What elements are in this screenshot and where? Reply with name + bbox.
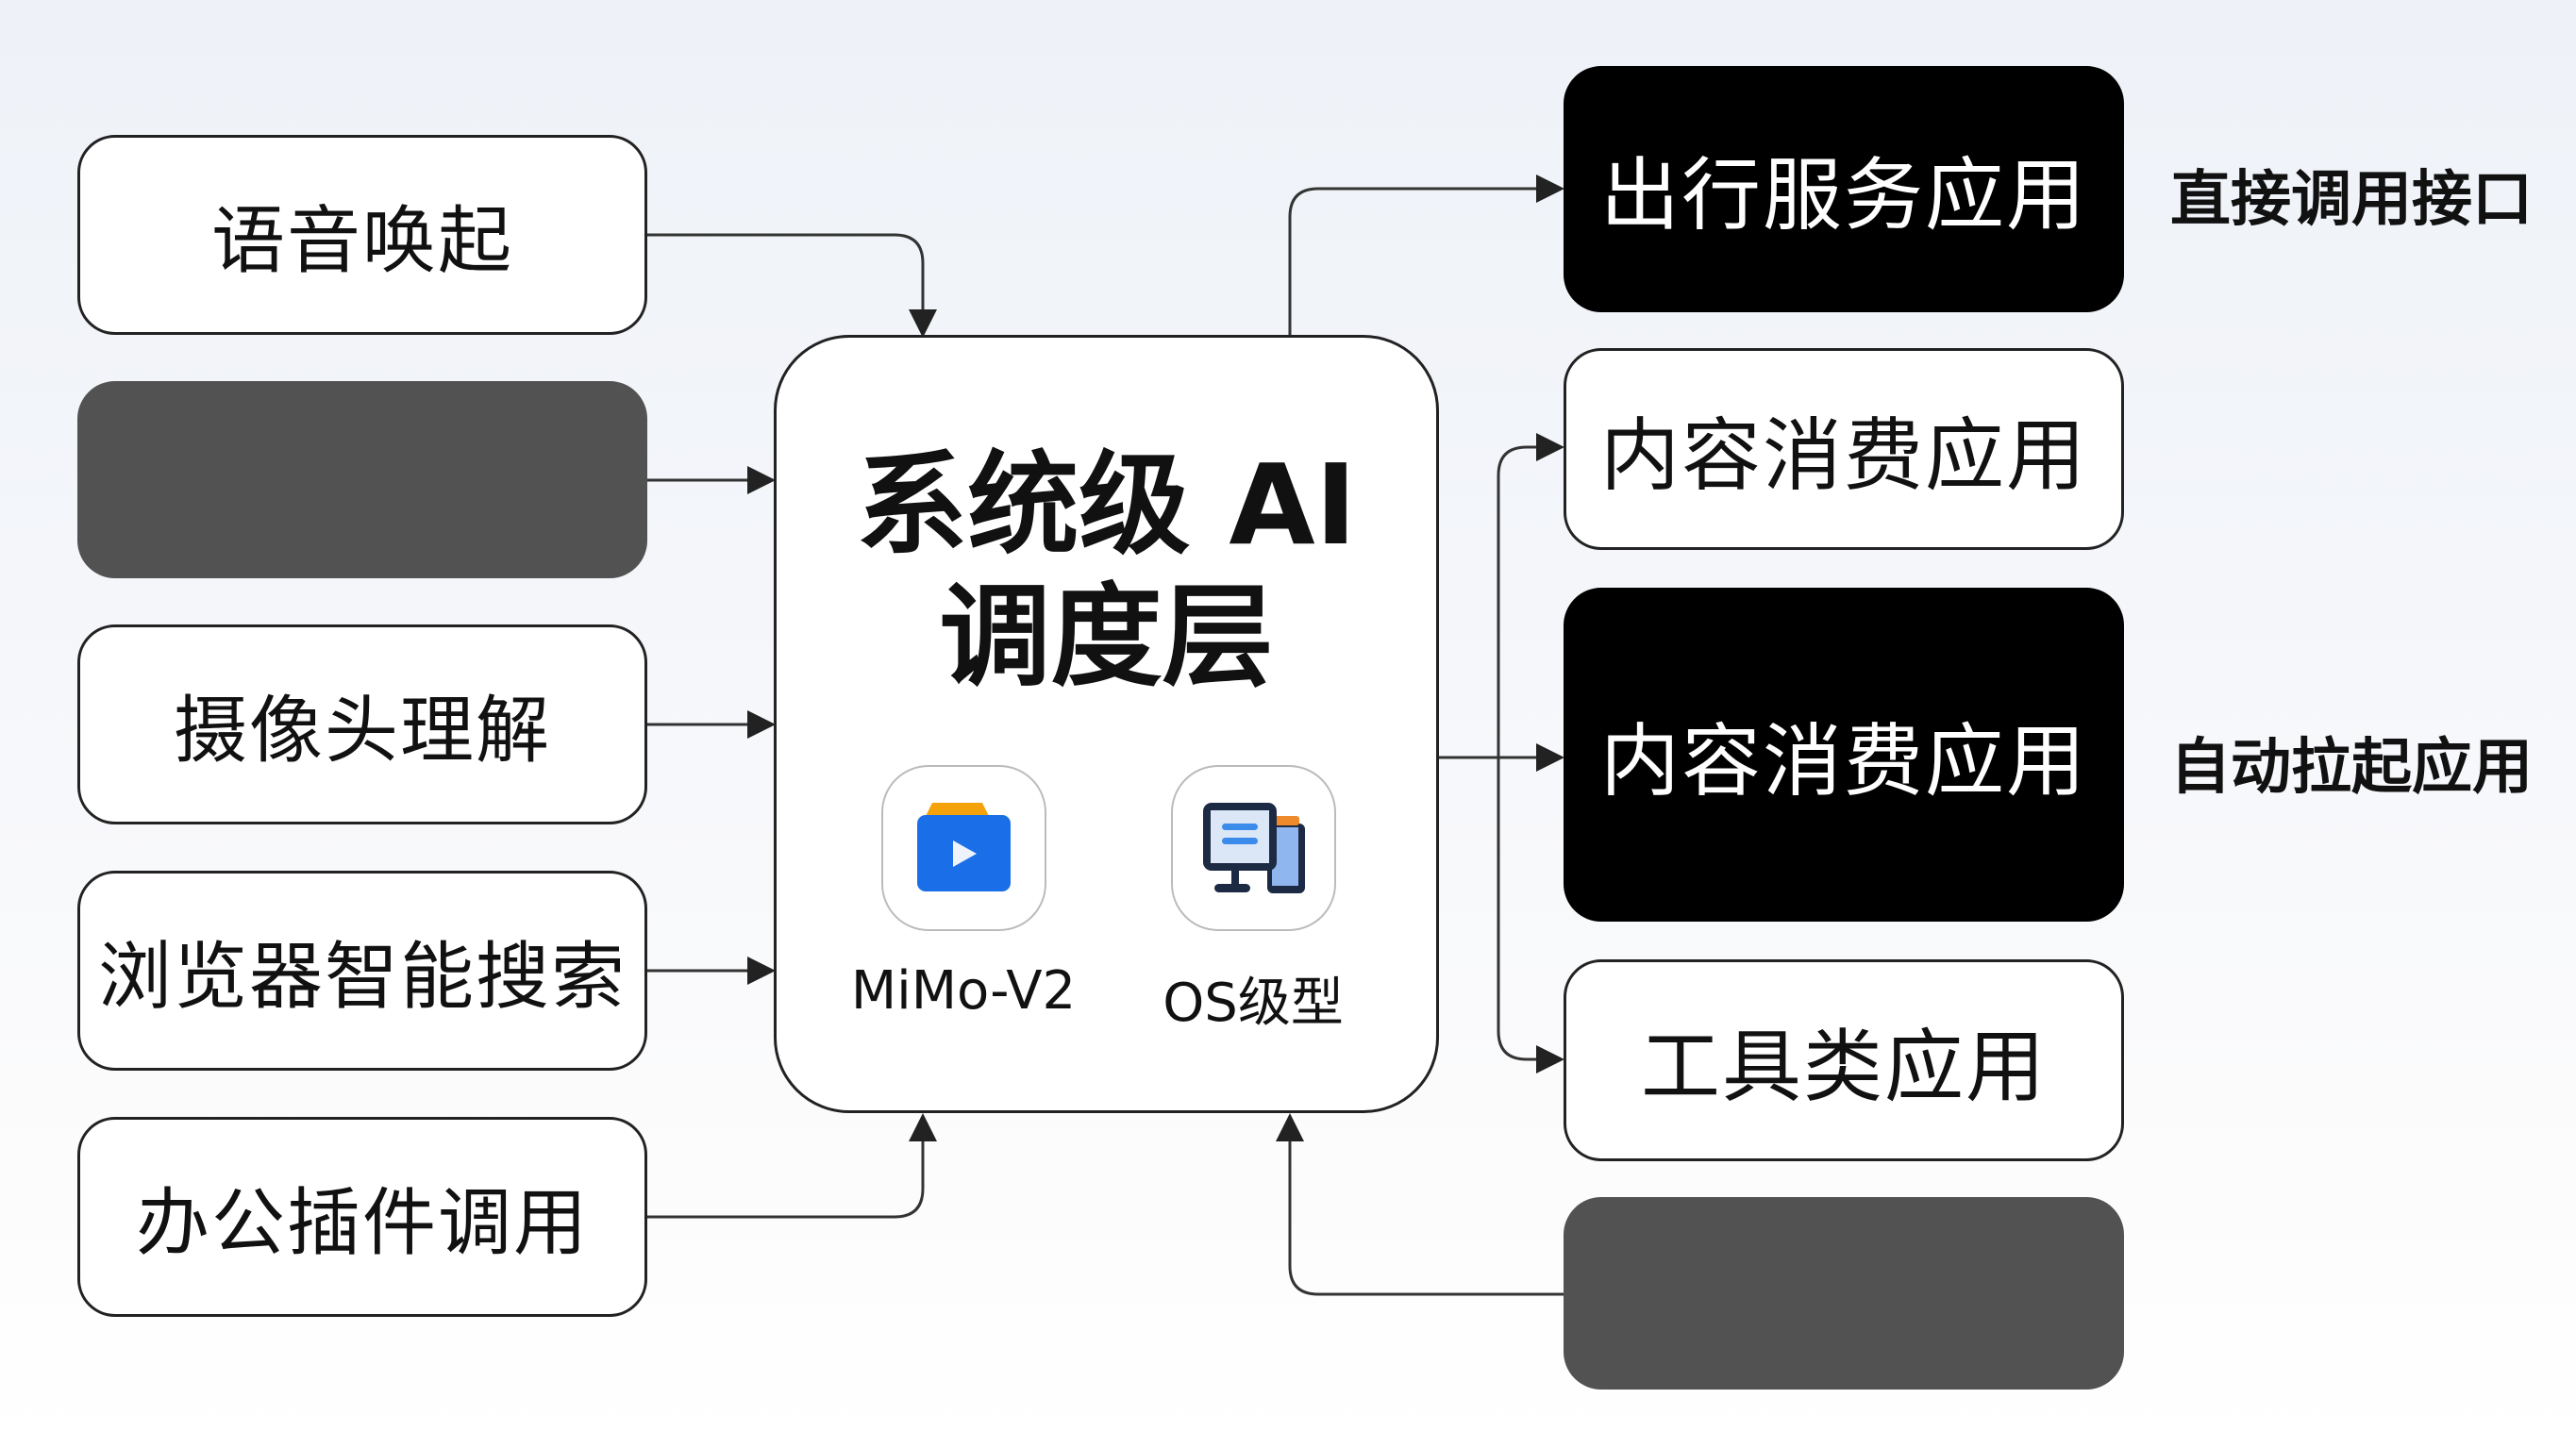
output-label: 内容消费应用 <box>1599 408 2087 502</box>
center-title-line1: 系统级 AI <box>856 440 1357 570</box>
output-content-consumption-highlight: 内容消费应用 <box>1564 588 2124 922</box>
arrow-tools <box>1497 757 1564 1074</box>
arrow-travel <box>1288 175 1564 335</box>
ai-scheduling-layer: 系统级 AI 调度层 MiMo-V2 OS级型 <box>774 335 1439 1113</box>
input-redacted <box>77 381 647 578</box>
output-redacted <box>1564 1197 2124 1390</box>
output-label: 出行服务应用 <box>1599 149 2087 241</box>
side-label-auto-launch: 自动拉起应用 <box>2170 733 2533 803</box>
input-label: 摄像头理解 <box>173 689 551 774</box>
input-camera: 摄像头理解 <box>77 624 647 824</box>
arrow-content-top <box>1497 433 1564 757</box>
monitor-document-icon <box>1171 765 1336 931</box>
input-label: 浏览器智能搜索 <box>97 935 627 1020</box>
output-travel-service: 出行服务应用 <box>1564 66 2124 312</box>
input-office-plugin: 办公插件调用 <box>77 1117 647 1317</box>
arrow-voice <box>647 233 937 338</box>
output-tools: 工具类应用 <box>1564 959 2124 1161</box>
arrow-feedback <box>1276 1113 1564 1296</box>
output-content-consumption: 内容消费应用 <box>1564 348 2124 550</box>
input-label: 办公插件调用 <box>135 1181 589 1266</box>
video-folder-icon <box>881 765 1046 931</box>
arrow-office <box>647 1113 937 1219</box>
model-label-mimo: MiMo-V2 <box>850 960 1077 1022</box>
input-voice-wake: 语音唤起 <box>77 135 647 335</box>
output-label: 内容消费应用 <box>1599 714 2087 807</box>
side-label-direct-api: 直接调用接口 <box>2170 165 2533 235</box>
output-label: 工具类应用 <box>1640 1020 2047 1113</box>
center-title-line2: 调度层 <box>939 572 1274 702</box>
input-browser-search: 浏览器智能搜索 <box>77 871 647 1071</box>
input-label: 语音唤起 <box>210 199 513 284</box>
model-label-os: OS级型 <box>1163 973 1344 1034</box>
